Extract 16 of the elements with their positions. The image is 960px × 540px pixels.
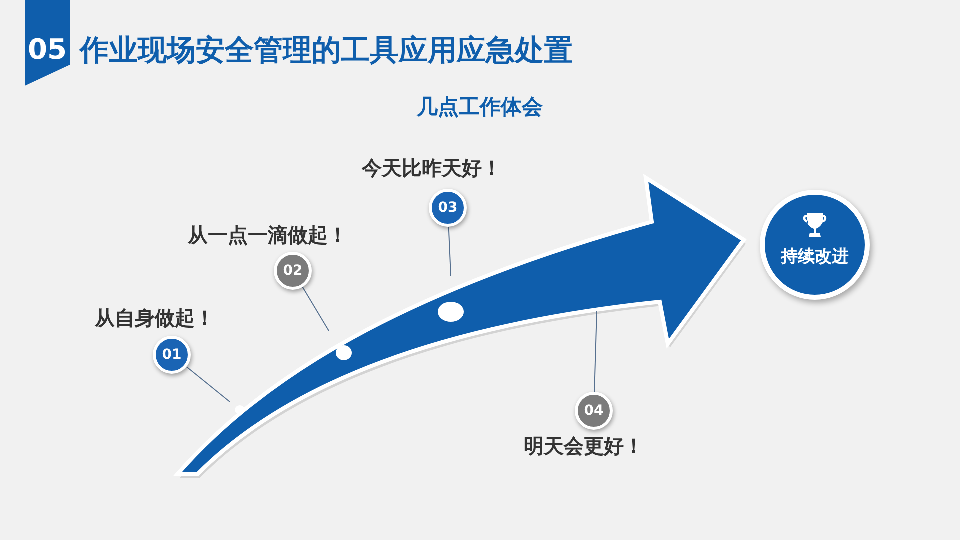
title: 作业现场安全管理的工具应用应急处置 bbox=[80, 32, 573, 69]
section-number: 05 bbox=[28, 33, 67, 66]
step-caption: 今天比昨天好！ bbox=[362, 155, 502, 182]
step-caption: 从一点一滴做起！ bbox=[188, 222, 348, 249]
leader-line bbox=[594, 310, 598, 392]
step-number: 02 bbox=[274, 252, 312, 290]
step-number: 04 bbox=[575, 392, 613, 430]
subtitle: 几点工作体会 bbox=[416, 94, 544, 121]
goal-label: 持续改进 bbox=[780, 246, 850, 268]
leader-line bbox=[186, 366, 230, 402]
leader-line bbox=[302, 286, 330, 332]
step-caption: 从自身做起！ bbox=[95, 305, 215, 332]
step-caption: 明天会更好！ bbox=[524, 433, 644, 460]
leader-line bbox=[448, 226, 452, 276]
step-number: 03 bbox=[429, 189, 467, 227]
step-number: 01 bbox=[153, 336, 191, 374]
